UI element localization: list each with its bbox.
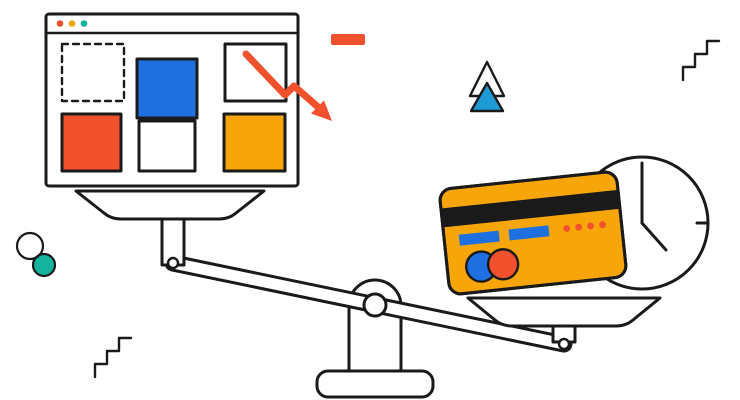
card-security-dot-1 bbox=[563, 225, 571, 232]
browser-window bbox=[44, 12, 332, 188]
tile-outline-top-right bbox=[223, 42, 288, 103]
card-security-dot-4 bbox=[599, 221, 606, 229]
circle-pair-icon bbox=[15, 231, 57, 278]
titlebar-dot-yellow bbox=[68, 20, 76, 27]
tile-dashed-placeholder bbox=[60, 42, 126, 103]
card-number-block-2 bbox=[508, 225, 550, 241]
triangle-pair-icon bbox=[468, 60, 506, 113]
tile-blue bbox=[135, 57, 199, 120]
clock-hour-hand bbox=[640, 221, 668, 252]
minus-dash-icon bbox=[331, 34, 365, 45]
credit-card bbox=[438, 170, 628, 296]
titlebar-dot-teal bbox=[80, 20, 88, 27]
stairs-bottom-left-icon bbox=[93, 336, 133, 379]
tile-red bbox=[60, 112, 123, 173]
card-magnetic-stripe bbox=[440, 189, 620, 228]
triangle-blue-icon bbox=[469, 81, 505, 113]
card-security-dot-3 bbox=[587, 222, 594, 230]
tile-yellow bbox=[222, 112, 287, 173]
left-pan bbox=[74, 189, 266, 221]
teal-circle-icon bbox=[31, 252, 57, 278]
card-logo-circle-orange bbox=[486, 248, 520, 281]
balance-scale bbox=[74, 189, 662, 399]
card-security-dot-2 bbox=[575, 223, 583, 231]
left-joint-bolt bbox=[166, 256, 180, 270]
pivot-bolt bbox=[362, 292, 388, 318]
card-outline bbox=[438, 170, 628, 296]
titlebar-dot-red bbox=[56, 20, 64, 27]
declining-trend-arrow bbox=[242, 50, 322, 111]
right-joint-bolt bbox=[557, 337, 571, 351]
outline-circle-icon bbox=[15, 231, 45, 261]
card-number-block-1 bbox=[458, 230, 500, 246]
declining-trend-arrow-head bbox=[311, 100, 332, 121]
tile-outline-middle bbox=[137, 119, 197, 173]
stairs-top-right-icon bbox=[681, 39, 721, 82]
right-pan bbox=[466, 296, 662, 328]
pedestal-base bbox=[315, 369, 435, 399]
